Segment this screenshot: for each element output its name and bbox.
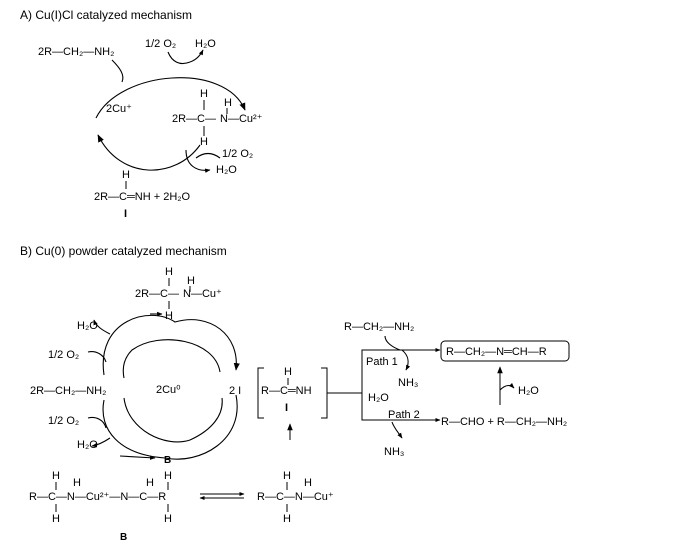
part-b-cu0-mechanism: B) Cu(0) powder catalyzed mechanism H H … — [20, 244, 570, 543]
part-b-mono-h1: H — [283, 470, 291, 482]
part-a-cycle-top-arrow — [95, 77, 246, 119]
part-b-upper-cycle-arrow — [102, 314, 240, 376]
part-b-nh3-2: NH₃ — [384, 446, 404, 458]
part-b-amine: 2R—CH₂—NH₂ — [30, 385, 106, 397]
part-b-mono-h2: H — [304, 477, 312, 489]
part-a-amine: 2R—CH₂—NH₂ — [38, 46, 114, 58]
part-b-path1: Path 1 — [366, 356, 398, 368]
part-a-cu-plus: 2Cu⁺ — [106, 103, 132, 115]
part-b-dimer-h2: H — [73, 477, 81, 489]
part-a-imine: 2R—C═NH + 2H₂O — [94, 191, 191, 203]
part-a-o2-right-arrow — [195, 152, 221, 159]
part-b-inner-upper-arrow — [122, 339, 221, 379]
part-b-path2: Path 2 — [388, 409, 420, 421]
part-b-heading: B) Cu(0) powder catalyzed mechanism — [20, 244, 227, 258]
part-b-top-nh-h: H — [187, 275, 195, 287]
part-a-imine-h: H — [122, 169, 130, 181]
part-a-h2o-right-arrow — [185, 149, 211, 173]
part-b-product: R—CH₂—N═CH—R — [446, 346, 547, 358]
part-b-bracket-numeral: I — [285, 402, 288, 414]
part-b-path1-nh3-arrow — [401, 349, 411, 371]
part-a-heading: A) Cu(I)Cl catalyzed mechanism — [20, 8, 192, 22]
part-a-imine-numeral: I — [124, 208, 127, 220]
part-a-o2-entry-arrow — [167, 51, 191, 65]
part-a-complex-n-cu: N—Cu²⁺ — [220, 113, 263, 125]
part-a-h2o-right: H₂O — [216, 164, 237, 176]
part-b-dimer-h4: H — [164, 470, 172, 482]
part-a-complex-h-top: H — [200, 88, 208, 100]
part-b-h2o-1: H₂O — [77, 320, 98, 332]
part-b-top-bottom-h: H — [165, 310, 173, 322]
part-a-h2o-exit-arrow — [189, 49, 204, 63]
part-b-h2o-2-arrow — [91, 437, 111, 448]
part-a-o2-top: 1/2 O₂ — [145, 38, 176, 50]
part-b-aldehyde: R—CHO + R—CH₂—NH₂ — [441, 416, 567, 428]
part-b-top-n-cu: N—Cu⁺ — [183, 288, 222, 300]
part-b-path2-nh3-arrow — [391, 421, 403, 439]
part-b-o2-2-arrow — [87, 416, 107, 429]
part-b-dimer-h5: H — [52, 513, 60, 525]
part-a-h2o-top: H₂O — [195, 38, 216, 50]
part-b-o2-1-arrow — [87, 351, 107, 363]
part-b-dimer-h6: H — [164, 513, 172, 525]
part-b-h2o-2: H₂O — [77, 439, 98, 451]
part-b-bracket-right — [321, 367, 328, 419]
part-b-h2o-4: H₂O — [368, 392, 389, 404]
part-a-o2-right: 1/2 O₂ — [222, 148, 253, 160]
part-a-complex-nh-h: H — [224, 97, 232, 109]
part-b-nh3-1: NH₃ — [398, 377, 418, 389]
part-b-r-amine: R—CH₂—NH₂ — [344, 321, 414, 333]
part-b-o2-1: 1/2 O₂ — [48, 349, 79, 361]
part-a-complex-prefix: 2R—C— — [172, 113, 216, 125]
part-b-to-b-arrow — [119, 455, 156, 460]
part-a-cycle-bottom-arrow — [97, 134, 201, 171]
part-b-r-amine-arrow — [384, 335, 401, 351]
part-b-top-prefix: 2R—C— — [135, 288, 179, 300]
part-b-bracket-left — [257, 367, 264, 419]
part-b-lower-cycle-arrow — [102, 394, 238, 460]
part-b-two-i: 2 I — [229, 385, 241, 397]
part-a-cuicl-mechanism: A) Cu(I)Cl catalyzed mechanism 2R—CH₂—NH… — [20, 8, 263, 220]
part-a-amine-entry-arrow — [111, 59, 124, 83]
part-b-dimer-h3: H — [146, 477, 154, 489]
part-b-dimer-label: B — [120, 532, 127, 543]
part-b-bracket-h: H — [284, 366, 292, 378]
part-b-inner-lower-arrow — [123, 397, 223, 443]
part-b-mono-h3: H — [283, 513, 291, 525]
part-b-product-box — [440, 340, 570, 362]
part-b-dimer: R—C—N—Cu²⁺—N—C—R — [29, 491, 166, 503]
part-b-b-label: B — [164, 455, 171, 466]
part-b-o2-2: 1/2 O₂ — [48, 415, 79, 427]
part-b-h2o-1-arrow — [93, 319, 111, 335]
part-b-bracket-imine: R—C═NH — [261, 385, 312, 397]
part-b-top-h: H — [165, 266, 173, 278]
part-b-cu0: 2Cu⁰ — [156, 384, 181, 396]
part-b-dimer-h1: H — [52, 470, 60, 482]
part-b-h2o-3: H₂O — [518, 385, 539, 397]
part-a-complex-h-bottom: H — [200, 136, 208, 148]
part-b-h2o-3-arrow — [499, 382, 515, 391]
part-b-mono: R—C—N—Cu⁺ — [257, 491, 334, 503]
